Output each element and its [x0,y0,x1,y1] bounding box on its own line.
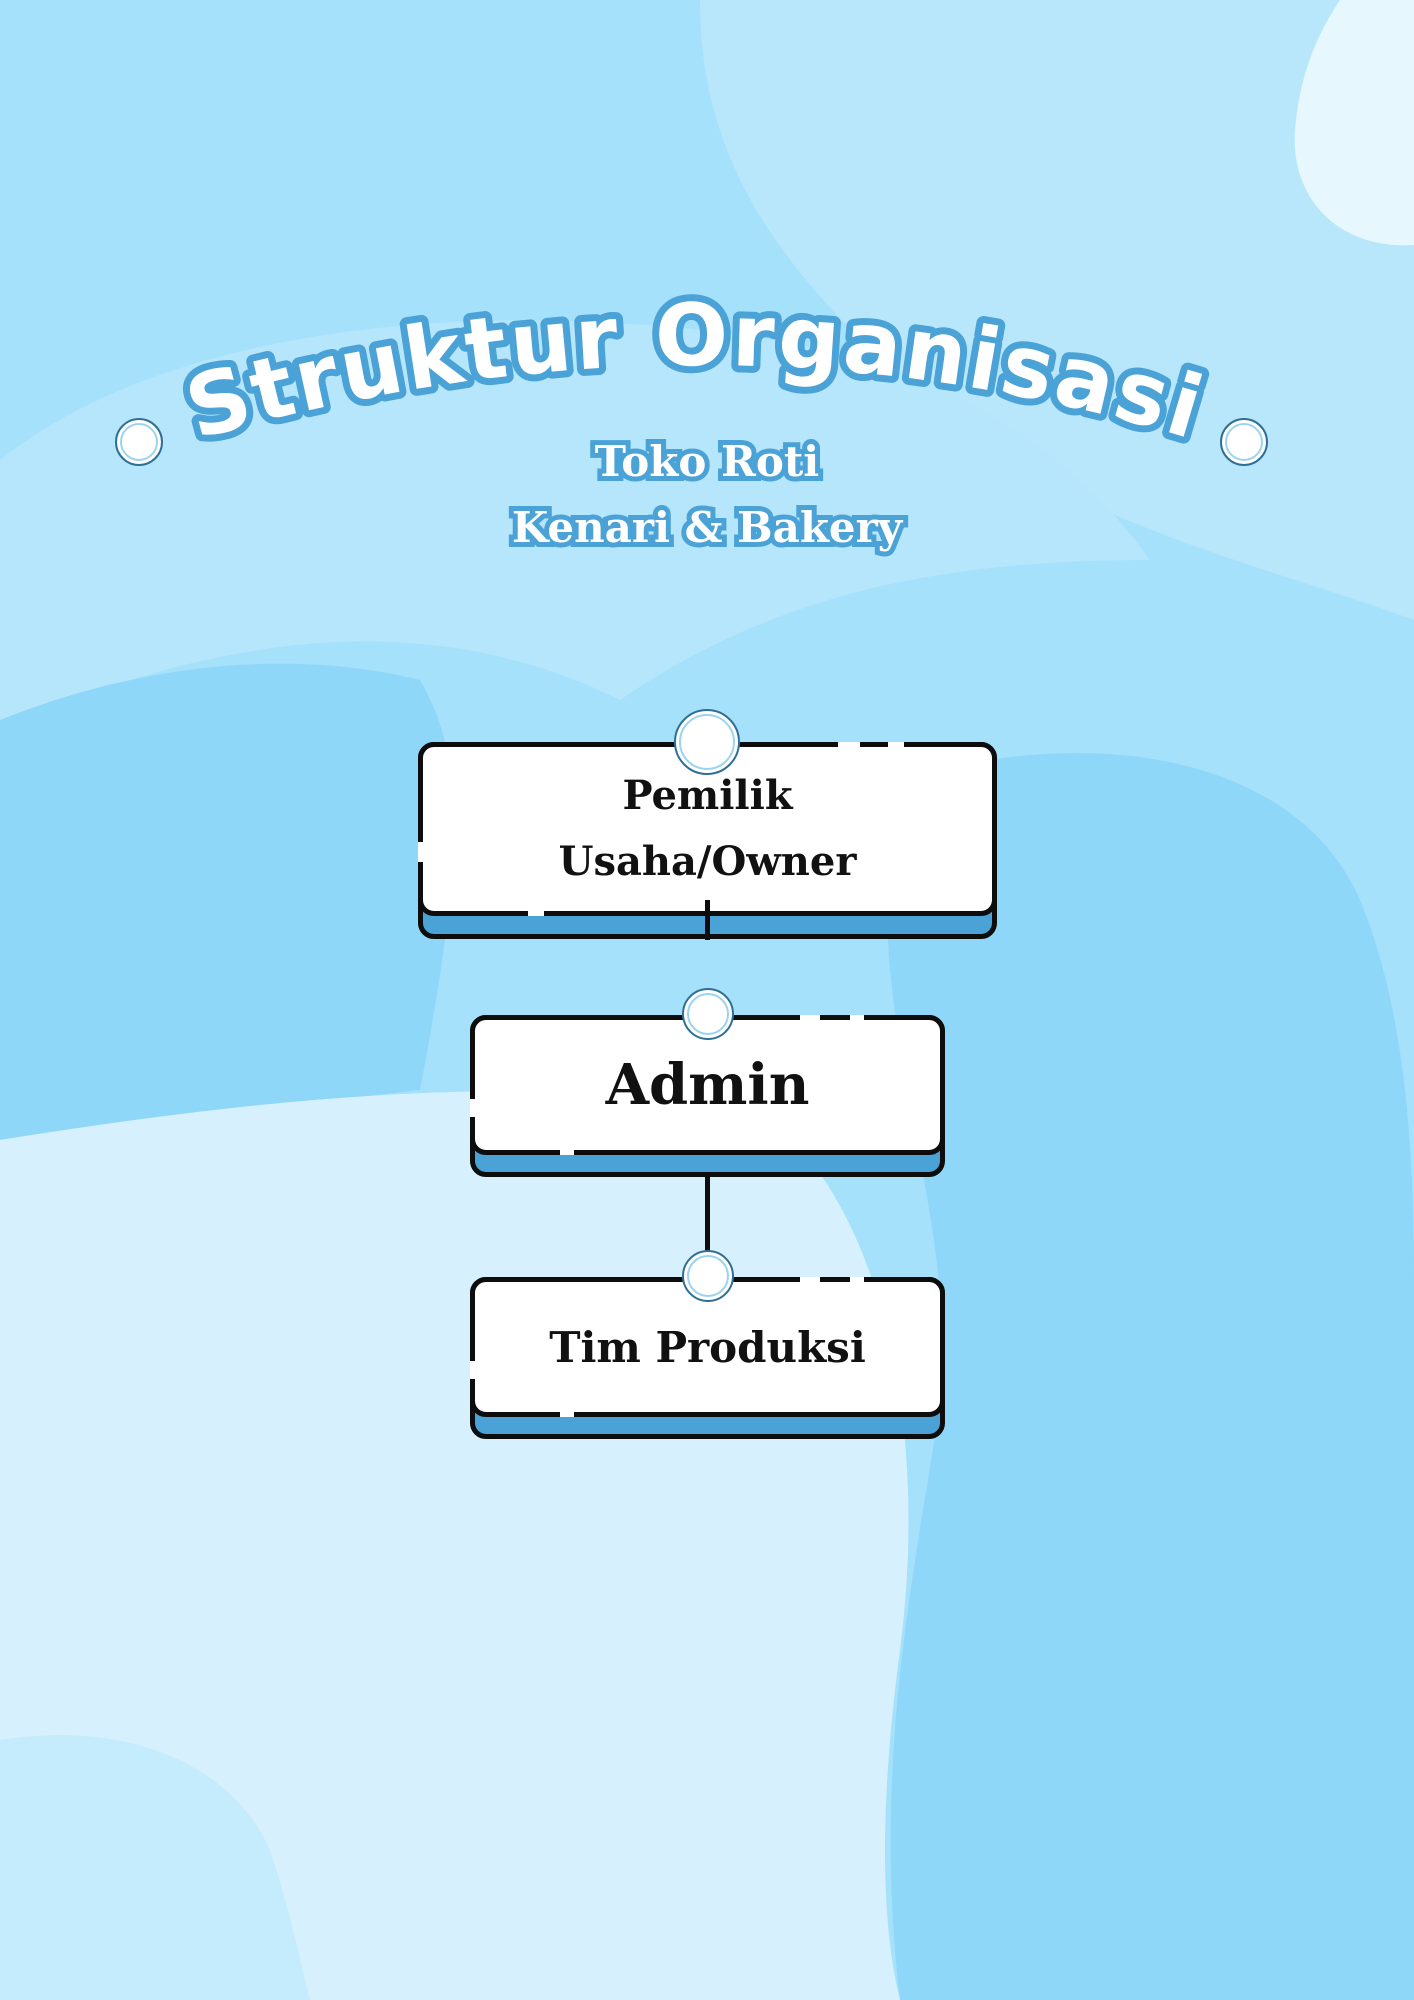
node-owner-label-line-1: Pemilik [622,772,793,819]
node-owner-border-gap [888,742,904,748]
background-blob-left-mid [0,663,454,1140]
node-admin-border-gap [560,1149,574,1155]
node-admin-border-gap [470,1099,476,1117]
node-admin-box: Admin [470,1015,945,1155]
node-tim-produksi-top-dot [682,1250,734,1302]
node-admin-border-gap [850,1015,864,1021]
node-tim-produksi-border-gap [560,1411,574,1417]
node-tim-produksi-border-gap [850,1277,864,1283]
node-tim-produksi-border-gap [800,1277,820,1283]
background-blob-upper-band [0,320,1150,730]
node-owner-border-gap [528,910,544,916]
background-blob-right [886,753,1414,2000]
subtitle-line-2: Kenari & Bakery [507,498,907,557]
background-blob-bottom-mid [0,1734,310,2000]
node-tim-produksi-label: Tim Produksi [549,1322,866,1372]
subtitle-line-1: Toko Roti [590,432,824,491]
left-decorative-dot [115,418,163,466]
page-title: Struktur Organisasi [169,279,1220,460]
node-tim-produksi-border-gap [470,1361,476,1379]
background-blob-top-right [700,0,1414,620]
connector-owner-admin [705,900,710,940]
node-owner-border-gap [418,842,424,862]
node-admin-border-gap [800,1015,820,1021]
connector-admin-produksi [705,1177,710,1277]
node-owner-label-line-2: Usaha/Owner [558,838,857,885]
node-admin-top-dot [682,988,734,1040]
background-blob-corner [1294,0,1414,246]
node-owner-top-dot [674,709,740,775]
right-decorative-dot [1220,418,1268,466]
node-admin-label: Admin [605,1052,810,1118]
node-owner-border-gap [838,742,860,748]
